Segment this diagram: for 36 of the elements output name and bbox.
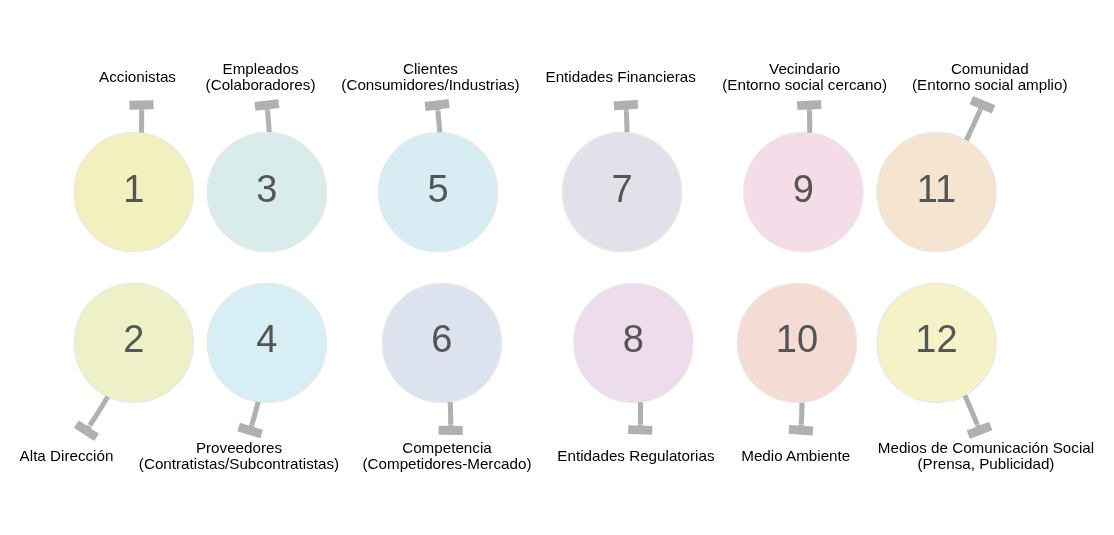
node-circle: 1 [73,131,194,253]
connector [613,99,639,133]
node-text: Competencia (Competidores-Mercado) [362,438,532,473]
node-circle: 2 [73,282,194,404]
node-circle: 12 [876,282,997,404]
node-circle: 5 [377,131,499,253]
node-text: Entidades Regulatorias [557,447,715,465]
node-circle: 4 [206,282,328,404]
node-circle: 11 [876,131,997,253]
node-text: Medio Ambiente [741,447,851,465]
connector [129,100,154,133]
node-text: Proveedores (Contratistas/Subcontratistas) [138,438,340,473]
node-text: Comunidad (Entorno social amplio) [912,59,1068,94]
node-text: Vecindario (Entorno social cercano) [722,59,888,94]
connector [962,394,993,439]
connector [788,402,814,436]
connector [237,401,263,439]
node-circle: 6 [381,282,503,404]
connector [964,96,996,142]
node-circle: 10 [736,282,858,404]
connector [438,401,463,435]
node-circle: 3 [206,131,328,253]
connector [73,395,110,442]
node-text: Entidades Financieras [545,67,696,85]
node-text: Clientes (Consumidores/Industrias) [341,59,520,94]
node-text: Accionistas [99,67,176,85]
node-text: Empleados (Colaboradores) [205,59,316,94]
connector [628,402,653,435]
node-circle: 9 [743,131,864,253]
node-circle: 8 [573,282,694,404]
connector [424,99,450,133]
node-text: Alta Dirección [19,447,114,465]
node-text: Medios de Comunicación Social (Prensa, Publicidad) [877,438,1095,473]
connector [254,99,280,133]
node-circle: 7 [561,131,683,253]
connector [796,100,822,133]
